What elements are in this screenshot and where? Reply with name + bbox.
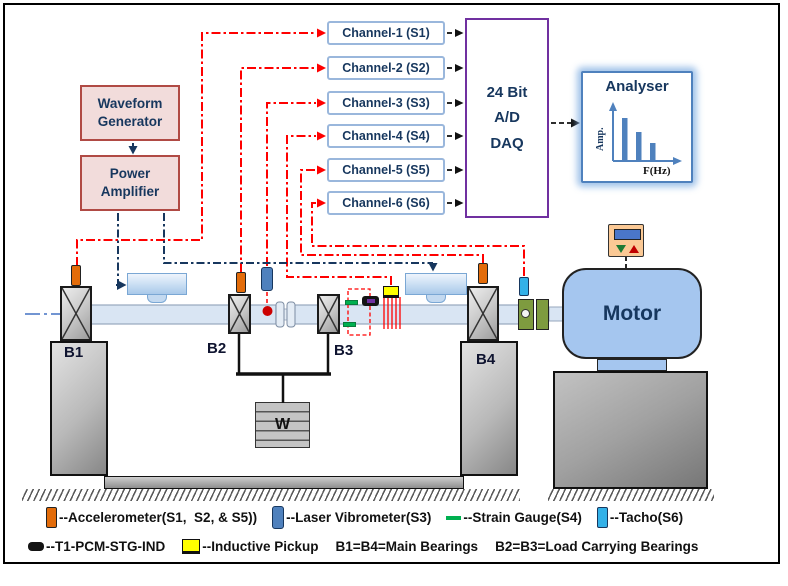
- daq-label-line2: A/D: [494, 109, 520, 127]
- channel-1-box: Channel-1 (S1): [327, 21, 445, 45]
- shaker-2-stinger: [426, 295, 446, 303]
- channel-6-box: Channel-6 (S6): [327, 191, 445, 215]
- motor: Motor: [562, 268, 702, 359]
- channel-3-box: Channel-3 (S3): [327, 91, 445, 115]
- bearing-cross: [62, 288, 90, 339]
- waveform-generator-label: Waveform Generator: [97, 95, 163, 129]
- legend-item-load-bearings: B2=B3=Load Carrying Bearings: [495, 539, 698, 554]
- strain-gauge-bottom: [343, 322, 356, 327]
- shaker-1: [127, 273, 187, 295]
- accelerometer-s1: [71, 265, 81, 286]
- analyser-xlabel: F(Hz): [643, 165, 671, 177]
- base-beam: [104, 476, 464, 489]
- analyser-title: Analyser: [605, 78, 669, 95]
- hanging-weight-block: W: [255, 402, 310, 448]
- spectrum-bar-3: [650, 143, 656, 160]
- shaker-2: [405, 273, 467, 295]
- coupling-flange-right: [536, 299, 549, 330]
- legend-label-strain-gauge: --Strain Gauge(S4): [463, 510, 582, 525]
- shaker-1-stinger: [147, 295, 167, 303]
- legend-item-inductive-pickup: --Inductive Pickup: [182, 539, 319, 554]
- bearing-b3: [317, 294, 340, 334]
- accelerometer-s2: [236, 272, 246, 293]
- analyser-ylabel: Amp.: [595, 127, 606, 151]
- diagram-border-frame: [3, 3, 780, 564]
- label-b1: B1: [64, 344, 84, 361]
- legend-label-main-bearings: B1=B4=Main Bearings: [335, 539, 479, 554]
- bearing-b2: [228, 294, 251, 334]
- bearing-cross: [319, 296, 338, 332]
- telemetry-icon: [28, 542, 44, 551]
- bearing-b4: [467, 286, 499, 341]
- legend-item-tacho: --Tacho(S6): [596, 507, 684, 528]
- power-amplifier-box: Power Amplifier: [80, 155, 180, 211]
- legend-label-tacho: --Tacho(S6): [609, 510, 684, 525]
- bearing-b1: [60, 286, 92, 341]
- inductive-pickup-icon: [182, 539, 201, 554]
- vfd-display: [614, 229, 641, 240]
- vfd-up-button: [629, 245, 639, 253]
- legend-label-laser-vibrometer: --Laser Vibrometer(S3): [286, 510, 432, 525]
- legend-row-2: --T1-PCM-STG-IND --Inductive Pickup B1=B…: [28, 539, 698, 554]
- daq-label-line3: DAQ: [490, 134, 524, 152]
- bearing-cross: [230, 296, 249, 332]
- laser-vibrometer-icon: [272, 506, 285, 529]
- label-b4: B4: [476, 351, 496, 368]
- legend-item-laser-vibrometer: --Laser Vibrometer(S3): [272, 506, 431, 529]
- legend-item-accelerometer: --Accelerometer(S1, S2, & S5)): [46, 507, 257, 528]
- strain-gauge-icon: [446, 515, 462, 520]
- spectrum-bars: [622, 118, 656, 160]
- spectrum-bar-1: [622, 118, 628, 160]
- telemetry-indicator: [366, 299, 375, 303]
- laser-vibrometer-s3: [261, 267, 273, 291]
- motor-base: [553, 371, 708, 489]
- channel-2-box: Channel-2 (S2): [327, 56, 445, 80]
- vfd-down-button: [616, 245, 626, 253]
- channel-2-label: Channel-2 (S2): [342, 61, 430, 75]
- channel-5-label: Channel-5 (S5): [342, 163, 430, 177]
- motor-foot: [597, 359, 667, 371]
- label-b2: B2: [207, 340, 227, 357]
- channel-3-label: Channel-3 (S3): [342, 96, 430, 110]
- strain-gauge-top: [345, 300, 358, 305]
- analyser-spectrum-chart: Amp. F(Hz): [595, 102, 682, 177]
- legend-row-1: --Accelerometer(S1, S2, & S5)) --Laser V…: [46, 506, 683, 529]
- bearing-cross: [469, 288, 497, 339]
- coupling-bolt-hole: [521, 309, 530, 318]
- x-axis-arrow: [673, 157, 682, 165]
- channel-6-label: Channel-6 (S6): [342, 196, 430, 210]
- legend-label-load-bearings: B2=B3=Load Carrying Bearings: [495, 539, 699, 554]
- ground-hatching-left: [22, 489, 520, 501]
- daq-box: 24 Bit A/D DAQ: [465, 18, 549, 218]
- pedestal-b4: [460, 341, 518, 476]
- power-amplifier-label: Power Amplifier: [100, 165, 160, 199]
- telemetry-transmitter: [362, 296, 379, 306]
- channel-1-label: Channel-1 (S1): [342, 26, 430, 40]
- weight-label: W: [274, 416, 291, 433]
- channel-5-box: Channel-5 (S5): [327, 158, 445, 182]
- legend-item-strain-gauge: --Strain Gauge(S4): [446, 510, 582, 525]
- waveform-generator-box: Waveform Generator: [80, 85, 180, 141]
- accelerometer-icon: [46, 507, 57, 528]
- channel-4-box: Channel-4 (S4): [327, 124, 445, 148]
- tacho-icon: [596, 507, 608, 528]
- vfd-controller: [608, 224, 644, 257]
- legend-label-inductive-pickup: --Inductive Pickup: [202, 539, 319, 554]
- motor-label: Motor: [602, 301, 662, 325]
- ground-hatching-right: [548, 489, 714, 501]
- pedestal-b1: [50, 341, 108, 476]
- inductive-pickup: [383, 286, 399, 298]
- legend-item-telemetry: --T1-PCM-STG-IND: [28, 539, 165, 554]
- legend-label-accelerometer: --Accelerometer(S1, S2, & S5)): [59, 510, 258, 525]
- y-axis-arrow: [609, 102, 617, 111]
- spectrum-bar-2: [636, 132, 642, 160]
- legend-label-telemetry: --T1-PCM-STG-IND: [46, 539, 166, 554]
- legend-item-main-bearings: B1=B4=Main Bearings: [336, 539, 479, 554]
- channel-4-label: Channel-4 (S4): [342, 129, 430, 143]
- tacho-s6: [519, 277, 529, 296]
- label-b3: B3: [334, 342, 354, 359]
- daq-label-line1: 24 Bit: [486, 83, 528, 101]
- accelerometer-s5: [478, 263, 488, 284]
- analyser-box: Analyser Amp. F(Hz): [581, 71, 693, 183]
